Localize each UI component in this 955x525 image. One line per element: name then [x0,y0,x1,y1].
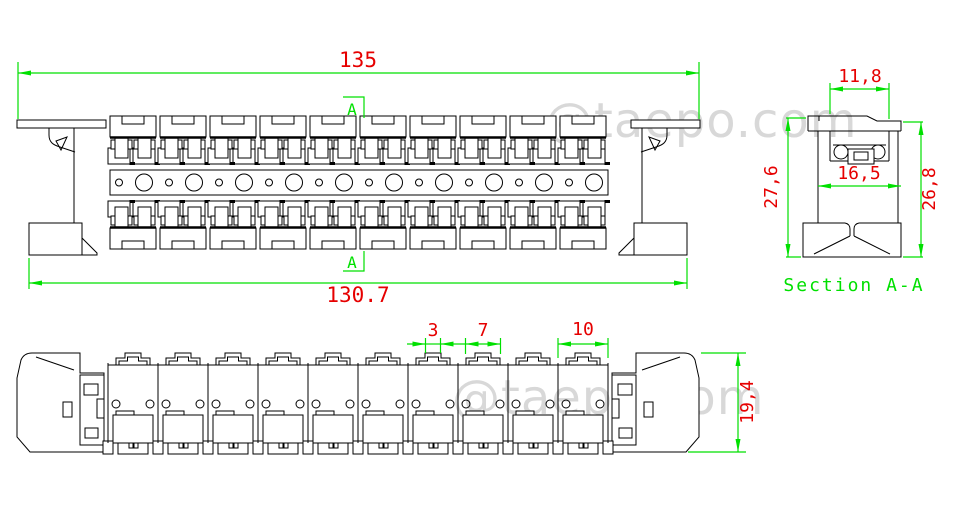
dim-depth: 19,4 [688,352,758,453]
section-center-contact [847,148,875,165]
front-view: 135 130.7 A A [16,48,701,307]
dim-height-right: 26,8 [903,121,940,258]
dim-inner-width-label: 16,5 [837,163,880,184]
dim-body-width: 130.7 [28,258,688,307]
bottom-module-row [107,352,614,455]
dim-top-slot-width-label: 11,8 [838,66,881,87]
dim-collar-width-label: 7 [478,320,489,341]
front-center-strip [109,169,609,196]
front-right-bracket [618,119,701,256]
section-marker-bottom: A [343,251,365,272]
section-marker-bottom-label: A [347,253,357,272]
bottom-left-cap [16,352,114,455]
dim-collar-width: 7 [464,320,502,354]
section-marker-top-label: A [347,100,357,119]
dim-tab-width-label: 3 [428,320,439,341]
dim-overall-width: 135 [17,48,700,119]
dim-module-pitch-label: 10 [572,319,594,340]
section-body-outline [802,115,902,258]
section-marker-top: A [343,96,365,119]
section-view-title: Section A-A [783,275,924,296]
dim-top-slot-width: 11,8 [829,66,890,119]
dim-overall-width-label: 135 [339,48,377,72]
dim-module-pitch: 10 [557,319,609,358]
dim-height-left-label: 27,6 [761,165,782,208]
front-upper-contact-row [106,114,612,167]
dim-height-right-label: 26,8 [919,167,940,210]
bottom-view: 3 7 10 19,4 [16,319,758,455]
front-lower-contact-row [106,198,612,251]
dim-tab-width: 3 [407,320,466,353]
dim-inner-width: 16,5 [818,163,901,189]
dim-body-width-label: 130.7 [326,283,389,307]
dim-height-left: 27,6 [761,117,806,258]
dim-depth-label: 19,4 [737,380,758,423]
front-left-bracket [16,119,107,256]
bottom-right-cap [611,352,700,453]
section-view: 11,8 16,5 27,6 26,8 Section A-A [761,66,940,296]
